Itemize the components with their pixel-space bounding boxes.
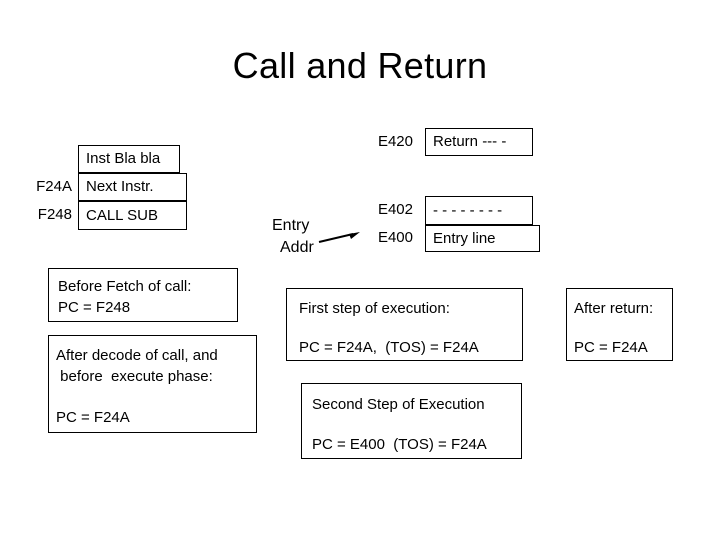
caller-address-f24a: F24A bbox=[36, 178, 72, 195]
note-after-decode-line3: PC = F24A bbox=[56, 409, 130, 426]
subroutine-cell-body-dashes: - - - - - - - - bbox=[425, 196, 533, 225]
note-after-decode: After decode of call, and before execute… bbox=[48, 335, 257, 433]
note-after-decode-line2: before execute phase: bbox=[56, 368, 213, 385]
note-after-return: After return: PC = F24A bbox=[566, 288, 673, 361]
note-after-return-line2: PC = F24A bbox=[574, 339, 648, 356]
spacer bbox=[574, 319, 672, 337]
note-before-fetch: Before Fetch of call: PC = F248 bbox=[48, 268, 238, 322]
note-first-step: First step of execution: PC = F24A, (TOS… bbox=[286, 288, 523, 361]
note-second-step-line2: PC = E400 (TOS) = F24A bbox=[312, 436, 487, 453]
caller-cell-call-sub: CALL SUB bbox=[78, 201, 187, 230]
note-first-step-line1: First step of execution: bbox=[299, 300, 450, 317]
subroutine-cell-entry-line: Entry line bbox=[425, 225, 540, 252]
entry-addr-label-line1: Entry bbox=[272, 217, 310, 234]
arrow-right-icon bbox=[318, 232, 360, 243]
subroutine-address-e402: E402 bbox=[377, 201, 413, 218]
entry-addr-label-line2: Addr bbox=[280, 239, 314, 256]
caller-address-f248: F248 bbox=[37, 206, 72, 223]
note-second-step: Second Step of Execution PC = E400 (TOS)… bbox=[301, 383, 522, 459]
spacer bbox=[56, 387, 256, 407]
note-after-decode-line1: After decode of call, and bbox=[56, 347, 218, 364]
caller-cell-next-instr: Next Instr. bbox=[78, 173, 187, 201]
caller-cell-inst-bla-bla: Inst Bla bla bbox=[78, 145, 180, 173]
note-before-fetch-line1: Before Fetch of call: bbox=[58, 278, 192, 295]
subroutine-cell-return: Return --- - bbox=[425, 128, 533, 156]
note-after-return-line1: After return: bbox=[574, 300, 654, 317]
subroutine-address-e420: E420 bbox=[377, 133, 413, 150]
page-title: Call and Return bbox=[232, 45, 488, 86]
note-before-fetch-line2: PC = F248 bbox=[58, 299, 131, 316]
subroutine-address-e400: E400 bbox=[377, 229, 413, 246]
note-first-step-line2: PC = F24A, (TOS) = F24A bbox=[299, 339, 479, 356]
spacer bbox=[312, 415, 521, 434]
note-second-step-line1: Second Step of Execution bbox=[312, 396, 485, 413]
spacer bbox=[299, 319, 522, 337]
